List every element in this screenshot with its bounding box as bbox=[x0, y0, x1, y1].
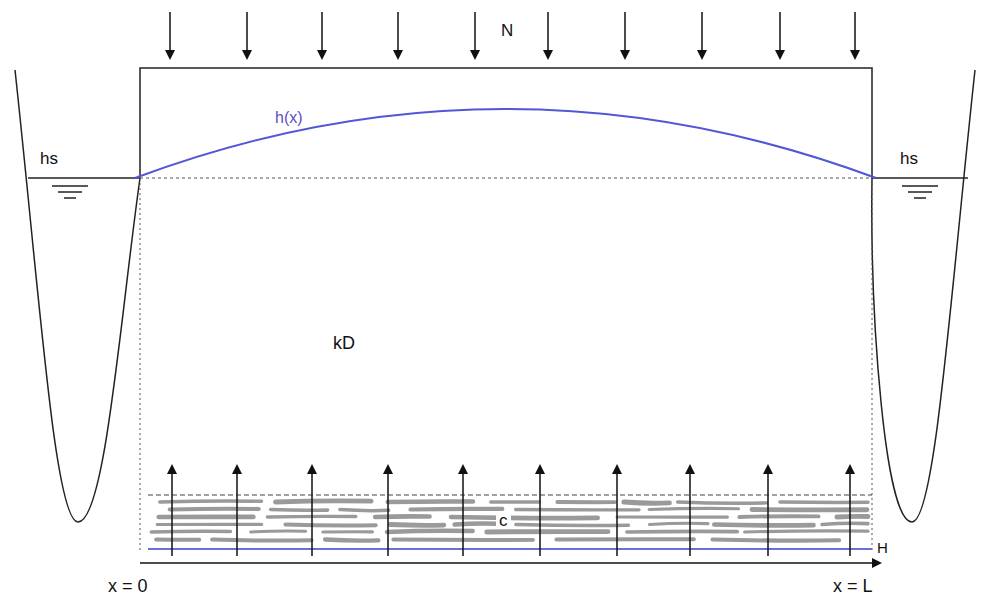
seepage-arrow bbox=[767, 466, 769, 556]
water-level bbox=[28, 177, 140, 179]
recharge-arrow bbox=[169, 12, 171, 58]
axis-start-label: x = 0 bbox=[108, 577, 148, 595]
water-symbol bbox=[52, 186, 938, 198]
seepage-arrow bbox=[539, 466, 541, 556]
recharge-arrow bbox=[474, 12, 476, 58]
right-ditch bbox=[872, 70, 975, 522]
seepage-arrow bbox=[236, 466, 238, 556]
x-axis bbox=[140, 562, 880, 564]
recharge-arrow bbox=[624, 12, 626, 58]
left-ditch bbox=[15, 70, 140, 522]
ditch-level-label: hs bbox=[40, 150, 58, 167]
water-level bbox=[872, 177, 968, 179]
recharge-arrow bbox=[854, 12, 856, 58]
seepage-arrow bbox=[689, 466, 691, 556]
seepage-arrow bbox=[849, 466, 851, 556]
head-function-label: h(x) bbox=[275, 110, 303, 126]
recharge-arrow bbox=[397, 12, 399, 58]
water-table bbox=[135, 109, 876, 178]
axis-end-label: x = L bbox=[833, 577, 873, 595]
seepage-arrow bbox=[311, 466, 313, 556]
recharge-label: N bbox=[501, 22, 513, 39]
seepage-arrow bbox=[387, 466, 389, 556]
seepage-arrow bbox=[171, 466, 173, 556]
aquitard-layer bbox=[151, 501, 868, 541]
ditch-level-label: hs bbox=[900, 150, 918, 167]
recharge-arrow bbox=[246, 12, 248, 58]
resistance-label: c bbox=[496, 512, 511, 529]
seepage-arrow bbox=[462, 466, 464, 556]
recharge-arrow bbox=[321, 12, 323, 58]
recharge-arrow bbox=[547, 12, 549, 58]
recharge-arrow bbox=[779, 12, 781, 58]
ground-surface bbox=[140, 68, 872, 178]
deep-head-label: H bbox=[877, 540, 888, 555]
transmissivity-label: kD bbox=[333, 334, 355, 352]
recharge-arrow bbox=[701, 12, 703, 58]
head-line bbox=[148, 548, 872, 550]
seepage-arrow bbox=[616, 466, 618, 556]
